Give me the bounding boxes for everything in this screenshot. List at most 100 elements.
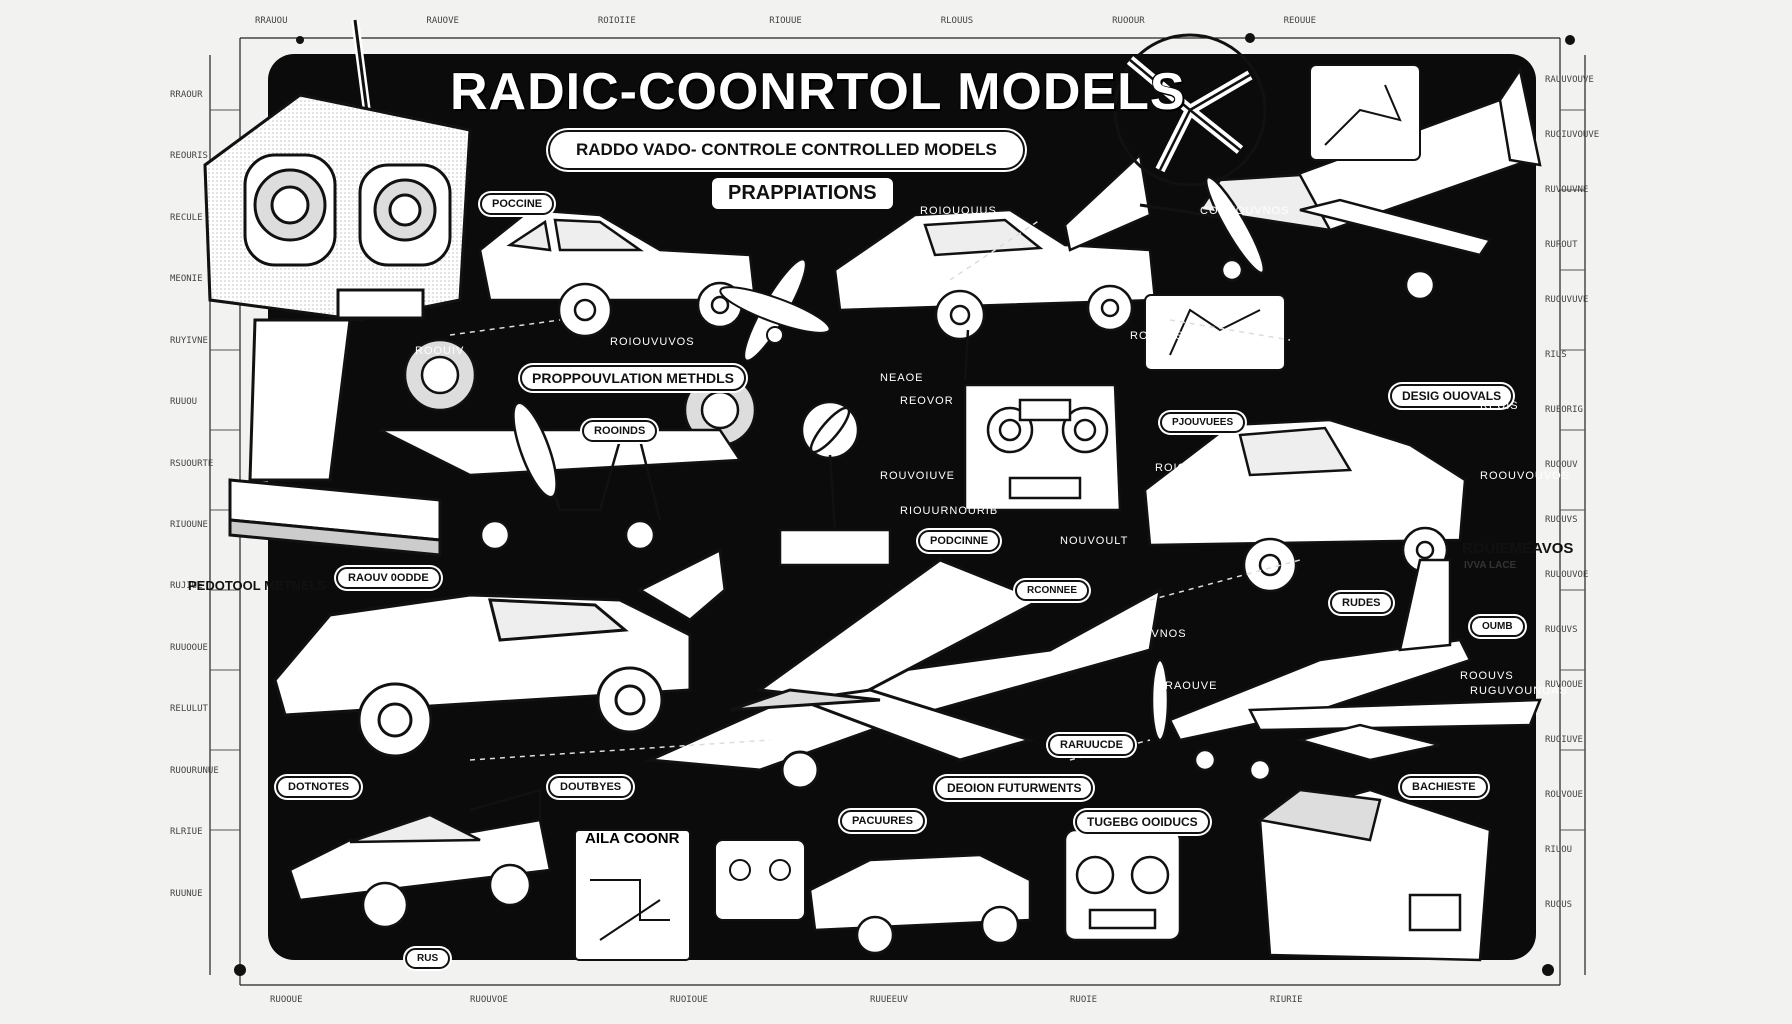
label-rooinds: ROOINDS xyxy=(582,420,658,442)
left-scale-label: RECULE xyxy=(170,212,203,223)
label-pacuures: PACUURES xyxy=(840,810,925,832)
right-scale-label: RAUUVOUVE xyxy=(1545,75,1594,85)
right-scale-label: RUOIUVOUVE xyxy=(1545,130,1600,140)
bottom-scale-label: RUOIE xyxy=(1070,995,1098,1005)
label-right-side-sub: IVVA LACE xyxy=(1464,560,1517,571)
label-rconnee: RCONNEE xyxy=(1015,580,1090,601)
annotation-tag: ROOUIV xyxy=(415,345,465,357)
airplane-top-illustration xyxy=(1113,33,1542,301)
small-plane-illustration xyxy=(1150,558,1542,782)
annotation-tag: RAOUVE xyxy=(1165,680,1218,692)
right-scale-label: RUOOUV xyxy=(1545,460,1578,470)
left-scale-label: MEONIE xyxy=(170,274,203,285)
top-scale-label: RLOUUS xyxy=(940,16,974,26)
sedan-car-illustration xyxy=(833,152,1157,341)
equipment-case-illustration xyxy=(1256,788,1492,962)
annotation-tag: RUGUVOUNUAS xyxy=(1470,685,1568,697)
left-scale-label: RELULUT xyxy=(170,704,208,715)
right-scale-label: RIUOU xyxy=(1545,845,1573,855)
right-scale-label: RUOUVS xyxy=(1545,515,1578,525)
vintage-car-illustration xyxy=(478,208,757,338)
right-scale-label: RUVOOUE xyxy=(1545,680,1583,690)
hatchback-car-illustration xyxy=(1143,418,1467,593)
label-bottom-tag: RUS xyxy=(405,948,451,969)
right-scale-label: ROUVOUE xyxy=(1545,790,1583,800)
left-scale-label: RIUOUNE xyxy=(170,520,208,530)
label-pedotool-methods: PEDOTOOL METNELS xyxy=(188,578,327,593)
right-scale-label: RUUOUVOE xyxy=(1545,570,1589,580)
fan-stand-illustration xyxy=(778,400,892,567)
annotation-tag: ROIOUOUUS xyxy=(920,205,997,217)
label-poccine: POCCINE xyxy=(480,193,555,215)
annotation-tag: ROUVOIUVE xyxy=(880,470,956,482)
subheading: PRAPPIATIONS xyxy=(712,178,893,209)
left-scale-label: RRAOUR xyxy=(170,90,203,100)
biplane-illustration xyxy=(379,338,757,551)
subtitle-pill: RADDO VADO- CONTROLE CONTROLLED MODELS xyxy=(548,130,1025,170)
label-ala-coonr-box: AILA COONR xyxy=(575,830,690,860)
annotation-tag: ROUVOS xyxy=(1130,330,1184,342)
annotation-tag: RIOUURNOURIB xyxy=(900,505,999,517)
right-scale-label: RUGUVS xyxy=(1545,625,1578,635)
page-title: RADIC-COONRTOL MODELS xyxy=(450,63,1186,121)
left-scale-label: RLRIUE xyxy=(170,827,203,838)
mini-transmitter-illustration xyxy=(714,839,806,921)
transmitter-small-illustration xyxy=(963,329,1122,512)
top-scale-label: RUOOUR xyxy=(1112,16,1145,26)
left-scale-label: RUUOOUE xyxy=(170,642,208,653)
right-scale-label: RUEORIG xyxy=(1545,405,1583,415)
map-card-illustration xyxy=(574,829,691,961)
label-pjouvues: PJOUVUEES xyxy=(1160,412,1246,433)
label-design-goals: DESIG OUOVALS xyxy=(1390,384,1514,408)
left-scale-label: RUUNUE xyxy=(170,888,203,899)
label-dotnotes: DOTNOTES xyxy=(276,776,362,798)
sports-sedan-illustration xyxy=(273,547,727,758)
label-podcinne: PODCINNE xyxy=(918,530,1001,552)
controller-bottom-illustration xyxy=(1063,828,1182,942)
left-scale-label: RUUOU xyxy=(170,397,198,408)
right-scale-label: RUOIUVE xyxy=(1545,735,1583,745)
annotation-tag: ROUUVNOS xyxy=(1115,628,1187,640)
annotation-tag: ROIOOOUVG xyxy=(1155,462,1234,474)
annotation-tag: REUIS xyxy=(1480,400,1519,412)
label-raruucde: RARUUCDE xyxy=(1048,734,1135,756)
label-design-futures: DEOION FUTURWENTS xyxy=(935,776,1094,800)
top-scale-label: RAUOVE xyxy=(426,16,459,26)
right-scale-label: RUOUVUVE xyxy=(1545,295,1589,305)
bottom-scale-label: RUOOUE xyxy=(270,995,303,1005)
label-rudes: RUDES xyxy=(1330,592,1393,614)
label-raouv-odde: RAOUV 0ODDE xyxy=(336,567,441,589)
right-scale-label: RIUS xyxy=(1545,350,1567,360)
label-bachieste: BACHIESTE xyxy=(1400,776,1488,798)
propeller-illustration xyxy=(719,258,831,362)
bottom-scale-label: RUOUVOE xyxy=(470,995,508,1005)
label-propulsion-methods: PROPPOUVLATION METHDLS xyxy=(520,365,746,391)
coupe-illustration xyxy=(808,853,1032,955)
schematic-card-illustration xyxy=(1144,64,1421,371)
left-scale-label: RUYIVNE xyxy=(170,335,208,346)
annotation-tag: REOVOR xyxy=(900,395,954,407)
left-scale-label: REOURIS xyxy=(170,151,208,162)
annotation-tag: ROOUVS xyxy=(1460,670,1514,682)
left-scale-label: RUJIUE xyxy=(170,581,203,592)
top-scale-label: RRAUOU xyxy=(255,16,288,26)
right-scale-label: RUOUS xyxy=(1545,900,1573,910)
right-scale-label: RUVOUVNE xyxy=(1545,185,1589,195)
bottom-scale-label: RIURIE xyxy=(1270,995,1303,1005)
annotation-tag: ROOUVOUVOS xyxy=(1480,470,1571,482)
transmitter-large-illustration xyxy=(203,19,472,557)
jet-plane-illustration xyxy=(644,558,1162,790)
label-ala-coonr: AILA COONR xyxy=(585,830,680,847)
label-tugebg: TUGEBG OOIDUCS xyxy=(1075,810,1210,834)
annotation-tag: COUVOUVNOS xyxy=(1200,205,1290,217)
top-scale-label: REOUUE xyxy=(1283,16,1317,26)
label-right-side: ROUIEMEAVOS xyxy=(1462,540,1574,557)
left-scale-label: RUOURUNUE xyxy=(170,765,219,776)
annotation-tag: ROIOUVUVOS xyxy=(610,336,695,348)
label-oumb: OUMB xyxy=(1470,616,1525,637)
top-scale-label: ROIOIIE xyxy=(597,16,636,26)
annotation-tag: NEAOE xyxy=(880,372,924,384)
left-scale-label: RSUOURTE xyxy=(170,458,214,469)
